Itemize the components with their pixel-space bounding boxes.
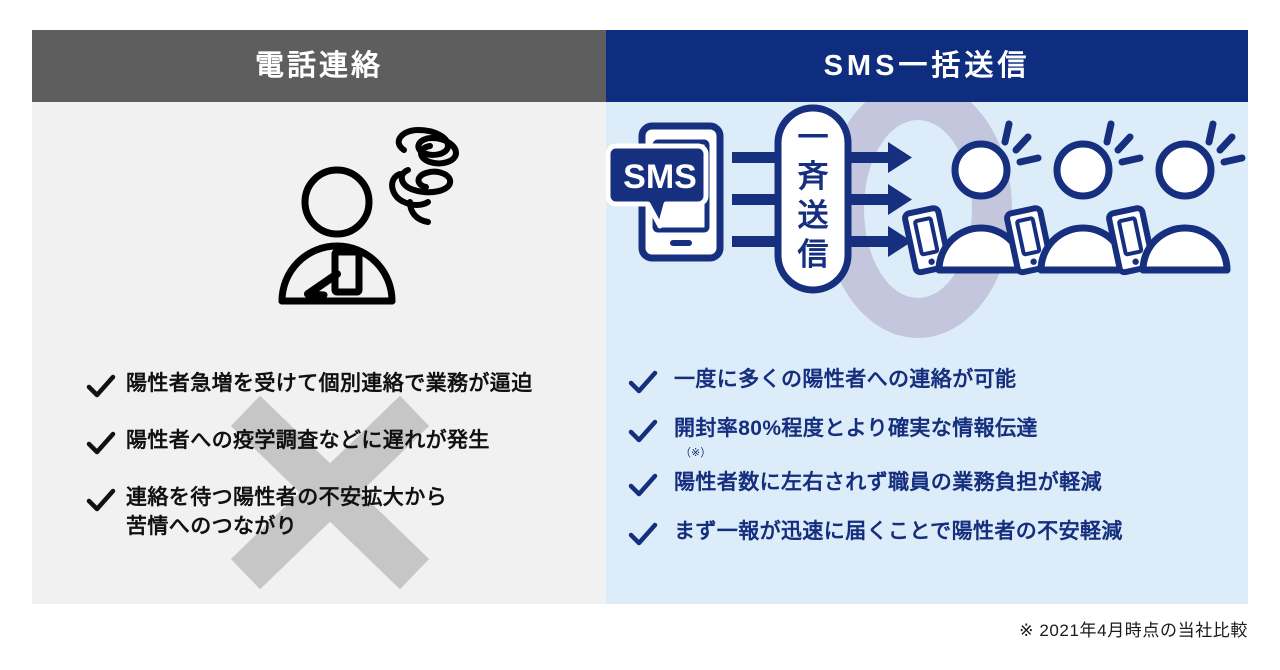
list-item-label: 一度に多くの陽性者への連絡が可能 [674, 368, 1017, 391]
scribble-icon [389, 126, 460, 225]
footnote-text: ※ 2021年4月時点の当社比較 [1019, 621, 1248, 640]
list-item-label: 陽性者数に左右されず職員の業務負担が軽減 [674, 471, 1102, 495]
check-icon [86, 431, 116, 455]
person-body-icon [278, 242, 396, 305]
recipient-person-icon [1139, 140, 1231, 274]
frustrated-person-on-phone-illustration [32, 102, 606, 352]
list-item: 連絡を待つ陽性者の不安拡大から 苦情へのつながり [86, 484, 606, 542]
list-item: 開封率80%程度とより確実な情報伝達 [628, 415, 1248, 446]
list-item-label: 陽性者への疫学調査などに遅れが発生 [126, 429, 490, 452]
left-panel-header: 電話連絡 [32, 30, 606, 102]
right-panel-header: SMS一括送信 [606, 30, 1248, 102]
arrow-icon [846, 226, 912, 257]
pill-char-2: 斉 [798, 159, 829, 194]
list-item: 陽性者急増を受けて個別連絡で業務が逼迫 [86, 370, 606, 401]
broadcast-pill: 一 斉 送 信 [774, 104, 852, 294]
right-panel-bullet-list: 一度に多くの陽性者への連絡が可能 開封率80%程度とより確実な情報伝達 （※） … [628, 366, 1248, 567]
recipient-phone-icon [1004, 205, 1054, 276]
list-item-label: まず一報が迅速に届くことで陽性者の不安軽減 [674, 520, 1123, 544]
notification-rays-icon [1103, 120, 1144, 166]
left-panel-title: 電話連絡 [254, 49, 383, 82]
list-item: 陽性者への疫学調査などに遅れが発生 [86, 427, 606, 458]
list-item-label: 開封率80%程度とより確実な情報伝達 [674, 417, 1038, 440]
list-item-label: 連絡を待つ陽性者の不安拡大から 苦情へのつながり [126, 486, 447, 538]
recipient-person-icon [1037, 140, 1129, 274]
sms-bubble-icon: SMS [606, 143, 709, 229]
recipient-group [1106, 120, 1246, 276]
check-icon [628, 370, 658, 394]
list-item-label: 陽性者急増を受けて個別連絡で業務が逼迫 [126, 372, 533, 395]
right-panel-title: SMS一括送信 [823, 49, 1031, 82]
broadcast-input-lines [732, 152, 804, 247]
arrow-icon [846, 184, 912, 215]
check-icon [628, 522, 658, 546]
check-icon [86, 374, 116, 398]
pill-char-3: 送 [798, 198, 829, 233]
left-panel-phone-contact: 電話連絡 [32, 30, 606, 604]
recipient-person-icon [935, 140, 1027, 274]
notification-rays-icon [1001, 120, 1042, 166]
footnote-marker: （※） [680, 447, 712, 459]
list-item: 陽性者数に左右されず職員の業務負担が軽減 [628, 469, 1248, 500]
list-item: まず一報が迅速に届くことで陽性者の不安軽減 [628, 518, 1248, 549]
arrow-icon [846, 142, 912, 173]
sms-bubble-label: SMS [623, 158, 697, 196]
check-icon [628, 419, 658, 443]
right-panel-sms-broadcast: SMS一括送信 SMS [606, 30, 1248, 604]
sms-broadcast-illustration: SMS 一 斉 送 信 [606, 102, 1248, 352]
person-head-icon [301, 166, 373, 238]
check-icon [86, 488, 116, 512]
list-item-with-note: 開封率80%程度とより確実な情報伝達 （※） [628, 415, 1248, 459]
notification-rays-icon [1205, 120, 1246, 166]
list-item: 一度に多くの陽性者への連絡が可能 [628, 366, 1248, 397]
pill-char-1: 一 [798, 120, 829, 155]
check-icon [628, 473, 658, 497]
left-panel-bullet-list: 陽性者急増を受けて個別連絡で業務が逼迫 陽性者への疫学調査などに遅れが発生 連絡… [86, 370, 606, 568]
pill-char-4: 信 [797, 237, 829, 272]
